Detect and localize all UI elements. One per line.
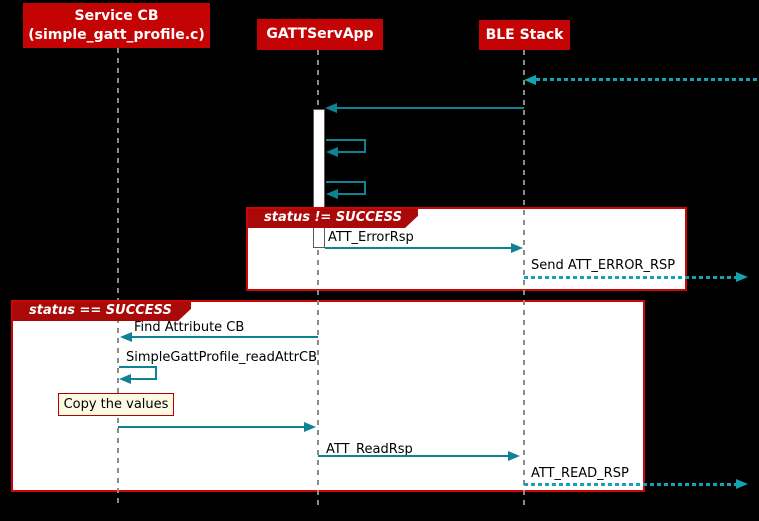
ble-to-gattservapp-arrow-line: [334, 107, 524, 109]
message-label-send-att-error-rsp: Send ATT_ERROR_RSP: [531, 258, 676, 273]
readattrcb-self-arrow-side: [155, 366, 157, 380]
servicecb-to-gattservapp-arrowhead-icon: [304, 422, 316, 432]
readattrcb-self-arrow-bottom: [130, 378, 157, 380]
lifeline-gattservapp: [317, 50, 319, 506]
participant-header-ble-stack: BLE Stack: [479, 20, 570, 50]
att-read-rsp-arrowhead-icon: [736, 479, 748, 489]
message-label-find-attribute-cb: Find Attribute CB: [134, 320, 245, 335]
participant-name-line2: (simple_gatt_profile.c): [28, 26, 205, 43]
note-copy-values: Copy the values: [58, 393, 174, 416]
att-read-rsp-arrow-line: [524, 483, 736, 486]
gattservapp-self-arrow-2-side: [364, 181, 366, 195]
gattservapp-self-arrow-1-side: [364, 139, 366, 153]
lifeline-service-cb: [117, 48, 119, 506]
fragment-condition: status == SUCCESS: [29, 303, 172, 318]
find-attribute-cb-arrow-line: [132, 336, 318, 338]
message-label-att-readrsp: ATT_ReadRsp: [326, 442, 413, 457]
ble-to-gattservapp-arrowhead-icon: [325, 103, 337, 113]
gattservapp-self-arrow-1-top: [326, 139, 366, 141]
incoming-request-arrowhead-icon: [524, 75, 536, 85]
gattservapp-self-arrow-2-top: [326, 181, 366, 183]
participant-name: GATTServApp: [266, 26, 374, 43]
message-label-att-read-rsp: ATT_READ_RSP: [531, 466, 629, 481]
fragment-condition: status != SUCCESS: [264, 210, 402, 225]
servicecb-to-gattservapp-arrow-line: [118, 426, 304, 428]
att-errorrsp-arrow-line: [325, 247, 511, 249]
att-readrsp-arrow-line: [318, 455, 508, 457]
gattservapp-self-arrow-2-head-icon: [326, 189, 338, 199]
send-att-error-rsp-arrow-line: [524, 276, 736, 279]
alt-fragment-success-label: status == SUCCESS: [11, 300, 191, 321]
gattservapp-self-arrow-2-bottom: [337, 193, 366, 195]
att-errorrsp-arrowhead-icon: [511, 243, 523, 253]
message-label-att-errorrsp: ATT_ErrorRsp: [328, 230, 414, 245]
incoming-request-arrow-line: [536, 78, 759, 81]
participant-name-line1: Service CB: [74, 7, 159, 24]
message-label-readattrcb: SimpleGattProfile_readAttrCB: [126, 350, 318, 365]
att-readrsp-arrowhead-icon: [508, 451, 520, 461]
participant-name: BLE Stack: [485, 26, 564, 43]
participant-header-gattservapp: GATTServApp: [257, 19, 383, 50]
gattservapp-self-arrow-1-head-icon: [326, 147, 338, 157]
note-text: Copy the values: [63, 397, 169, 412]
gattservapp-self-arrow-1-bottom: [337, 151, 366, 153]
readattrcb-self-arrow-top: [119, 366, 157, 368]
readattrcb-self-arrowhead-icon: [119, 374, 131, 384]
send-att-error-rsp-arrowhead-icon: [736, 272, 748, 282]
participant-header-service-cb: Service CB (simple_gatt_profile.c): [23, 3, 210, 48]
find-attribute-cb-arrowhead-icon: [120, 332, 132, 342]
alt-fragment-error-label: status != SUCCESS: [246, 207, 418, 228]
